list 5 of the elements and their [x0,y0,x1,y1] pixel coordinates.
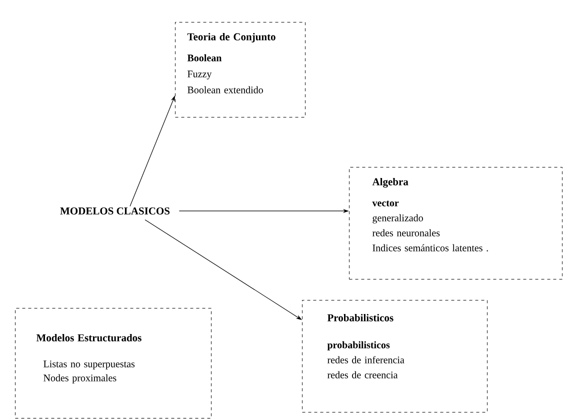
dashed-box: Teoria de Conjunto Boolean Fuzzy Boolean extendido [175,22,306,118]
dashed-box: Probabilisticos probabilisticos redes de inferencia redes de creencia [302,300,488,412]
title-text: MODELOS CLASICOS [60,207,170,215]
dashed-box: Algebra vector generalizado redes neuronales Indices semánticos latentes . [349,167,562,280]
dashed-box: Modelos Estructurados Listas no superpuestas Nodes proximales [15,308,212,418]
